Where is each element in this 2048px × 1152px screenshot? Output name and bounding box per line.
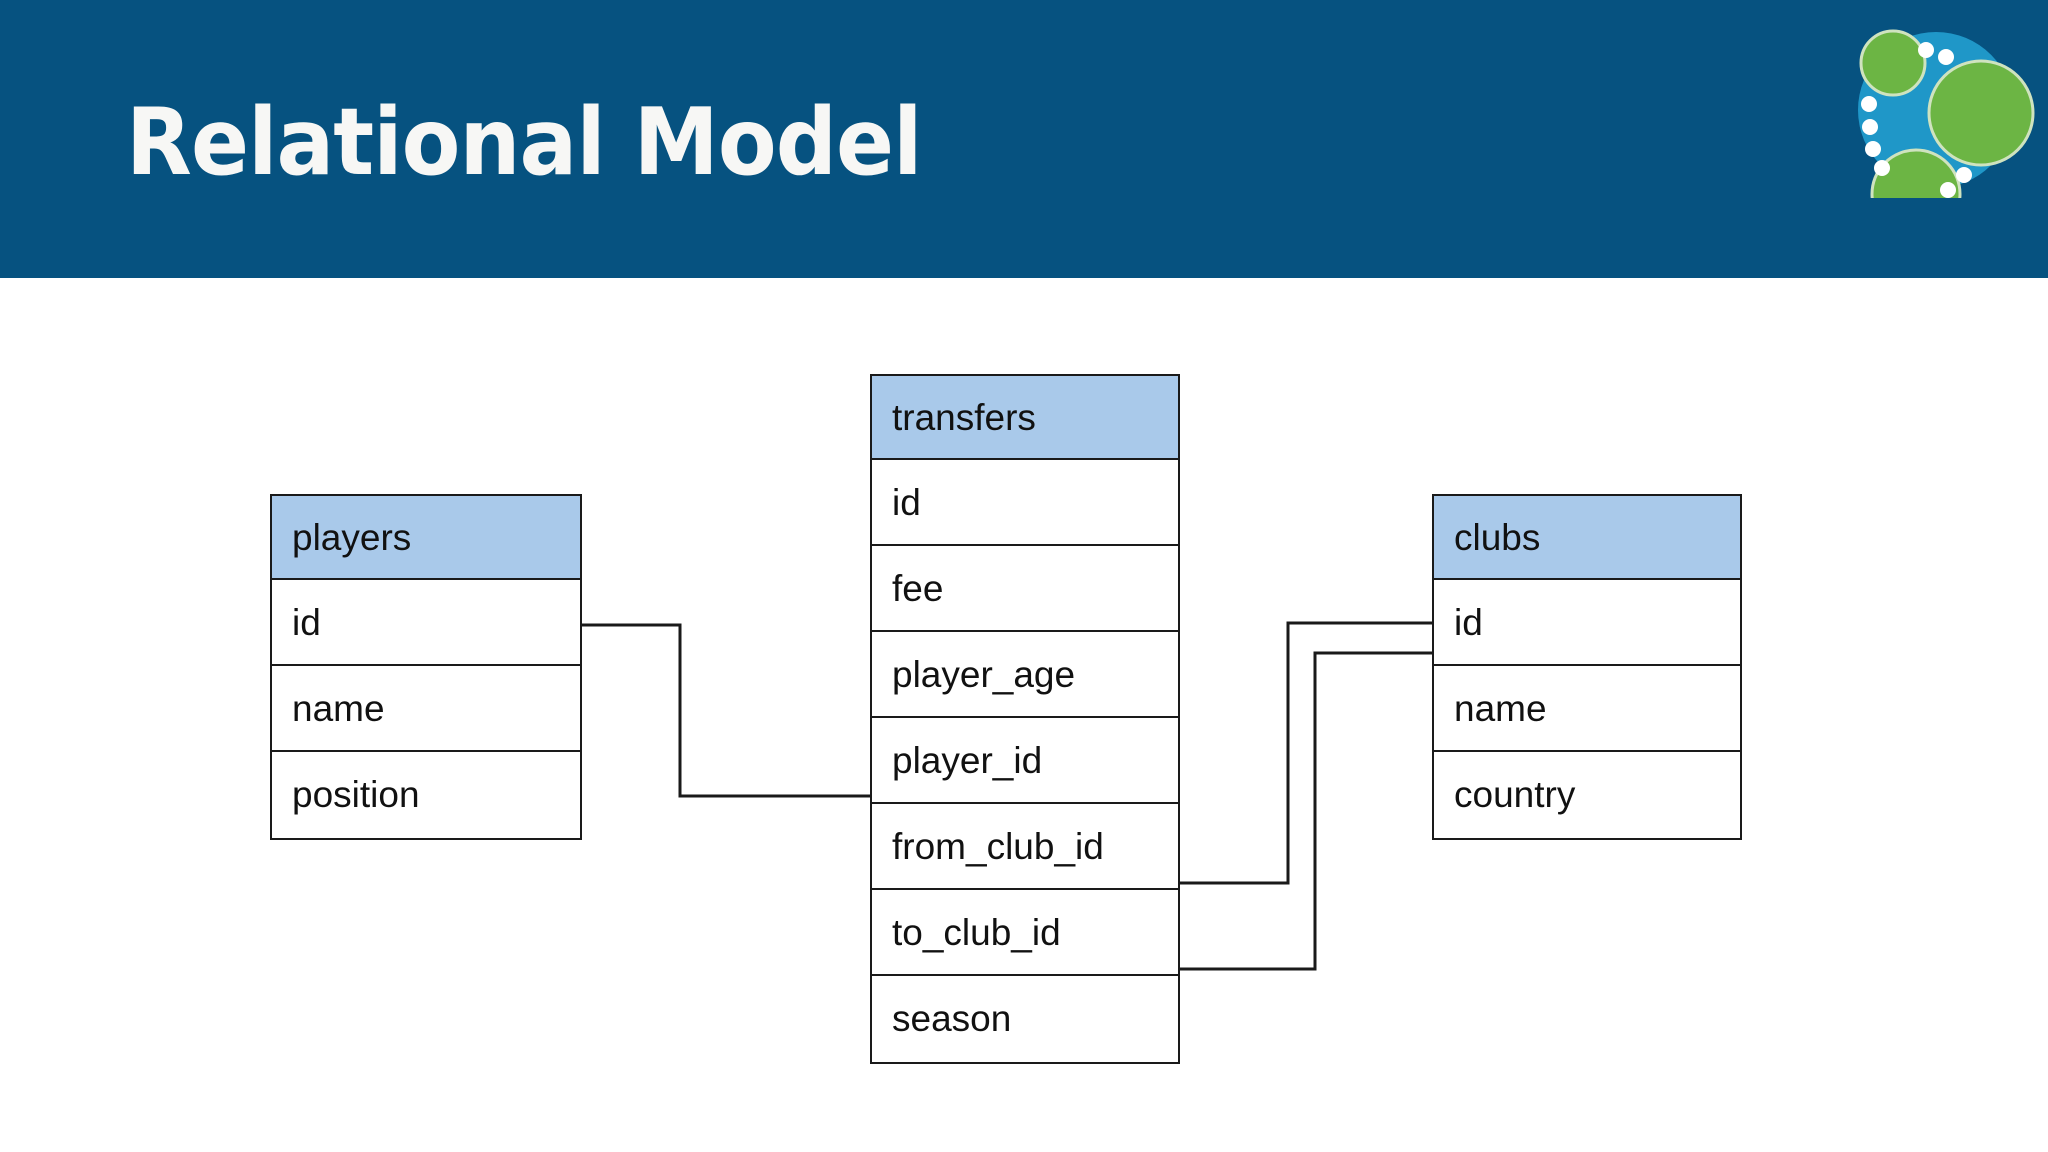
logo-node-right xyxy=(1927,59,2035,167)
logo-dot-7 xyxy=(1956,167,1972,183)
er-table-players-title: players xyxy=(272,496,580,580)
connector-transfers-to-club-id-to-clubs-id xyxy=(1180,651,1432,971)
er-field-players-name: name xyxy=(272,666,580,752)
page-title: Relational Model xyxy=(126,88,922,196)
er-field-transfers-from-club-id: from_club_id xyxy=(872,804,1178,890)
er-diagram: players id name position transfers id fe… xyxy=(0,278,2048,1152)
er-field-transfers-fee: fee xyxy=(872,546,1178,632)
er-field-players-position: position xyxy=(272,752,580,838)
logo-node-top-left xyxy=(1859,29,1927,97)
logo-dot-1 xyxy=(1918,42,1934,58)
er-field-clubs-country: country xyxy=(1434,752,1740,838)
neo4j-logo-svg xyxy=(1858,29,2035,240)
er-field-transfers-id: id xyxy=(872,460,1178,546)
neo4j-logo xyxy=(1838,18,2038,240)
logo-dot-2 xyxy=(1938,49,1954,65)
er-field-clubs-name: name xyxy=(1434,666,1740,752)
logo-dot-6 xyxy=(1874,160,1890,176)
er-table-clubs[interactable]: clubs id name country xyxy=(1432,494,1742,840)
er-field-transfers-player-age: player_age xyxy=(872,632,1178,718)
logo-dot-3 xyxy=(1861,96,1877,112)
er-field-players-id: id xyxy=(272,580,580,666)
relationship-connectors xyxy=(582,621,1432,971)
er-field-clubs-id: id xyxy=(1434,580,1740,666)
connector-transfers-from-club-id-to-clubs-id xyxy=(1180,621,1432,885)
logo-dot-4 xyxy=(1862,119,1878,135)
er-table-transfers[interactable]: transfers id fee player_age player_id fr… xyxy=(870,374,1180,1064)
logo-dot-8 xyxy=(1940,182,1956,198)
logo-dot-5 xyxy=(1865,141,1881,157)
er-field-transfers-player-id: player_id xyxy=(872,718,1178,804)
slide-header-bar: Relational Model xyxy=(0,0,2048,278)
er-table-players[interactable]: players id name position xyxy=(270,494,582,840)
er-table-clubs-title: clubs xyxy=(1434,496,1740,580)
er-field-transfers-season: season xyxy=(872,976,1178,1062)
er-field-transfers-to-club-id: to_club_id xyxy=(872,890,1178,976)
er-table-transfers-title: transfers xyxy=(872,376,1178,460)
connector-players-id-to-transfers-player-id xyxy=(582,623,870,798)
